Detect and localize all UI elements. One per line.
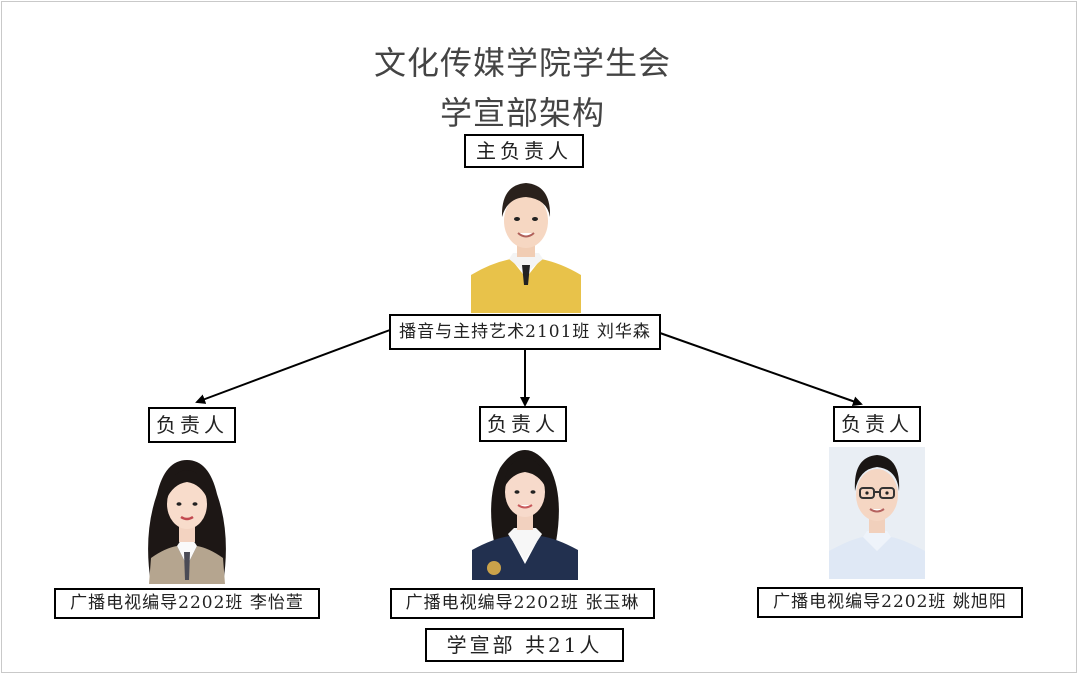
head-role-box: 主负责人: [464, 134, 584, 168]
member-3-name-label: 广播电视编导2202班 姚旭阳: [773, 592, 1007, 612]
arrow-to-member-1: [195, 329, 391, 404]
member-2-role-box: 负责人: [479, 406, 567, 442]
member-3-role-label: 负责人: [841, 412, 913, 436]
head-name-box: 播音与主持艺术2101班 刘华森: [389, 314, 661, 350]
member-3-role-box: 负责人: [833, 406, 921, 442]
member-3-portrait: [829, 447, 925, 579]
head-name-label: 播音与主持艺术2101班 刘华森: [399, 322, 651, 342]
member-1-name-box: 广播电视编导2202班 李怡萱: [54, 588, 320, 619]
member-2-role-label: 负责人: [487, 412, 559, 436]
member-1-portrait: [137, 454, 237, 584]
head-portrait: [471, 173, 581, 313]
title-line-2: 学宣部架构: [439, 94, 605, 132]
member-1-role-label: 负责人: [156, 413, 228, 437]
arrow-to-member-3: [659, 332, 863, 407]
member-1-role-box: 负责人: [148, 407, 236, 443]
member-2-name-label: 广播电视编导2202班 张玉琳: [405, 593, 640, 613]
member-2-portrait: [472, 446, 578, 580]
member-2-name-box: 广播电视编导2202班 张玉琳: [390, 588, 655, 619]
head-role-label: 主负责人: [476, 139, 572, 163]
total-count-box: 学宣部 共21人: [425, 628, 624, 662]
title-line-1: 文化传媒学院学生会: [373, 44, 671, 82]
member-3-name-box: 广播电视编导2202班 姚旭阳: [757, 587, 1023, 618]
member-1-name-label: 广播电视编导2202班 李怡萱: [70, 593, 304, 613]
total-count-label: 学宣部 共21人: [446, 633, 603, 657]
